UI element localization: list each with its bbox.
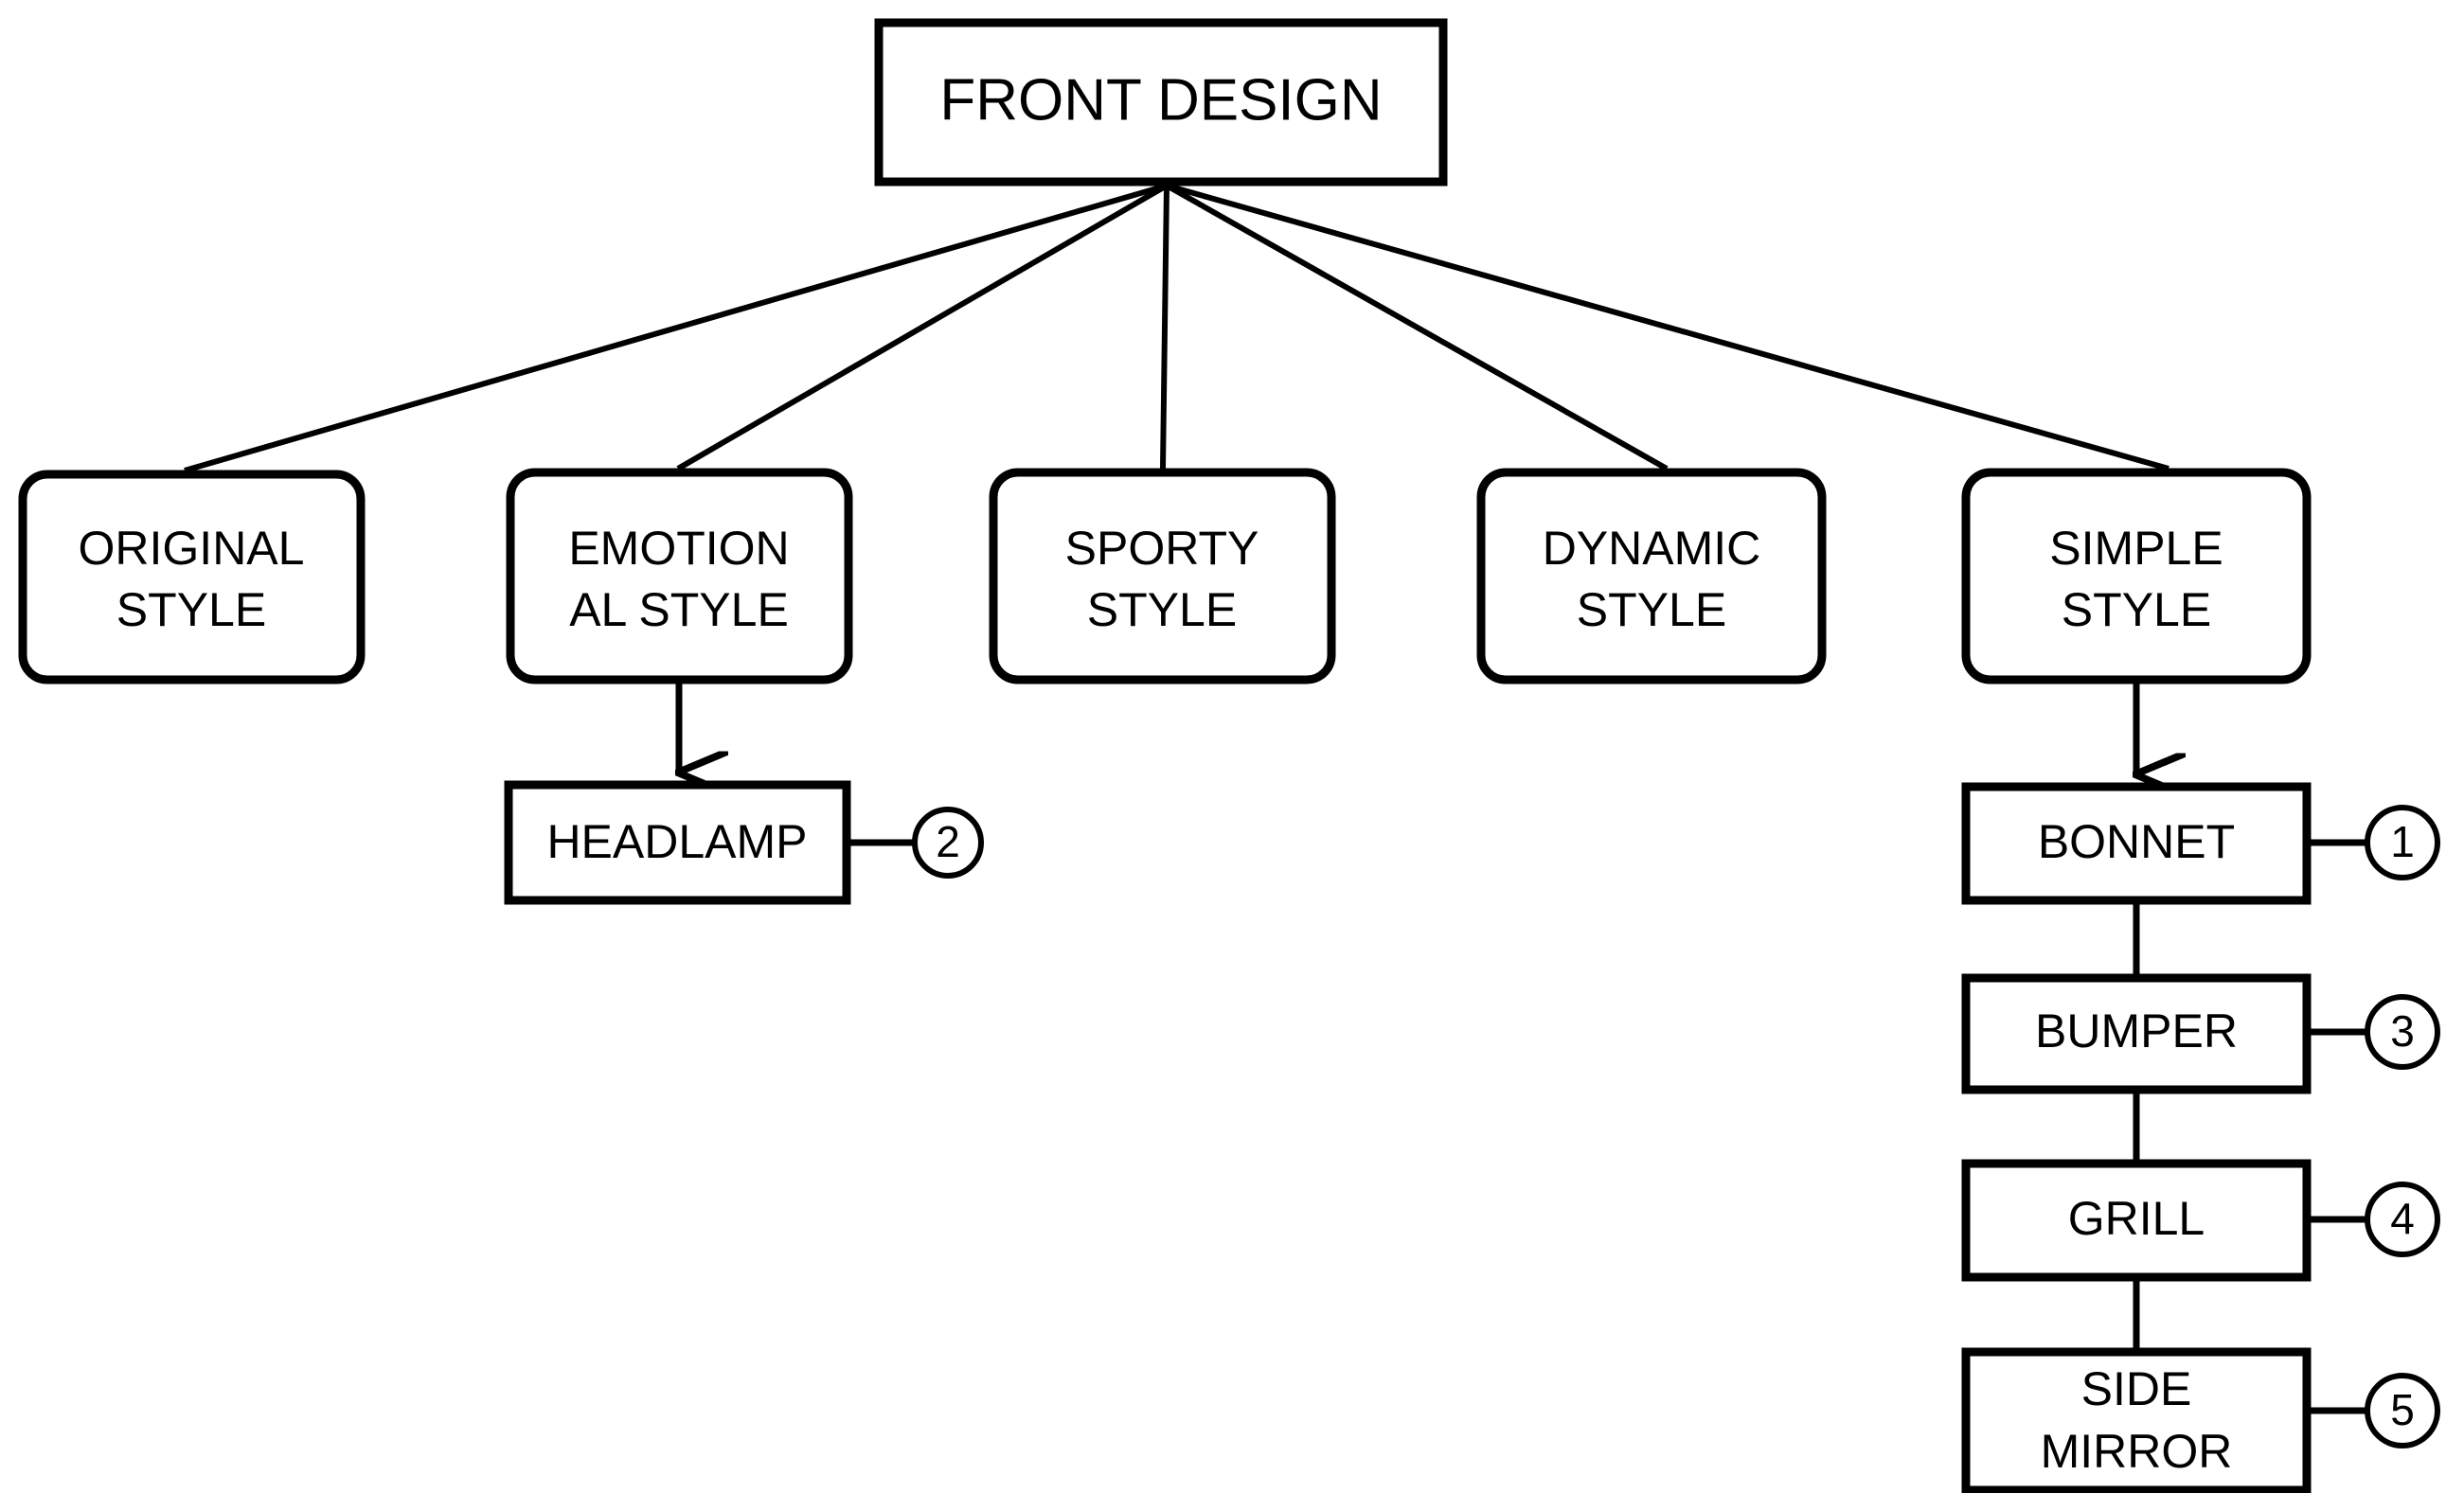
simple-style-label-line1: SIMPLE	[2049, 522, 2223, 575]
edge-root-to-simple	[1166, 183, 2169, 471]
edge-group-root-fanout	[184, 183, 2169, 473]
headlamp-label: HEADLAMP	[546, 815, 807, 868]
node-headlamp[interactable]: HEADLAMP	[504, 780, 851, 905]
front-design-box[interactable]	[874, 18, 1448, 187]
bonnet-marker-number: 1	[2390, 817, 2415, 866]
node-side-mirror[interactable]: SIDE MIRROR	[1961, 1347, 2312, 1493]
node-front-design[interactable]: FRONT DESIGN	[874, 18, 1448, 187]
node-bumper[interactable]: BUMPER	[1961, 973, 2312, 1094]
side-mirror-marker-number: 5	[2390, 1385, 2415, 1434]
node-simple-style[interactable]: SIMPLE STYLE	[1961, 468, 2312, 684]
front-design-label: FRONT DESIGN	[939, 67, 1382, 133]
grill-marker-circle	[2365, 1182, 2440, 1257]
emotional-style-label-line2: AL STYLE	[569, 583, 789, 636]
node-sporty-style[interactable]: SPORTY STYLE	[989, 468, 1336, 684]
headlamp-marker-number: 2	[936, 817, 960, 866]
edge-root-to-emotional	[676, 183, 1169, 471]
sporty-style-box[interactable]	[989, 468, 1336, 684]
marker-grill: 4	[2307, 1182, 2440, 1257]
original-style-box[interactable]	[18, 470, 366, 684]
side-mirror-box[interactable]	[1961, 1347, 2312, 1493]
node-original-style[interactable]: ORIGINAL STYLE	[18, 470, 366, 684]
node-grill[interactable]: GRILL	[1961, 1159, 2312, 1282]
node-dynamic-style[interactable]: DYNAMIC STYLE	[1476, 468, 1827, 684]
simple-style-label-line2: STYLE	[2062, 583, 2211, 636]
edge-root-to-original	[184, 183, 1168, 473]
marker-bumper: 3	[2307, 994, 2440, 1070]
bonnet-marker-circle	[2365, 805, 2440, 880]
simple-style-box[interactable]	[1961, 468, 2312, 684]
headlamp-box[interactable]	[504, 780, 851, 905]
dynamic-style-label-line2: STYLE	[1577, 583, 1726, 636]
marker-side-mirror: 5	[2307, 1373, 2440, 1449]
bumper-box[interactable]	[1961, 973, 2312, 1094]
dynamic-style-box[interactable]	[1476, 468, 1827, 684]
grill-box[interactable]	[1961, 1159, 2312, 1282]
side-mirror-label-line1: SIDE	[2081, 1362, 2192, 1415]
emotional-style-box[interactable]	[506, 468, 853, 684]
sporty-style-label-line1: SPORTY	[1065, 522, 1259, 575]
bumper-label: BUMPER	[2035, 1004, 2238, 1058]
edge-root-to-dynamic	[1165, 183, 1669, 471]
emotional-style-label-line1: EMOTION	[568, 522, 789, 575]
marker-headlamp: 2	[847, 807, 984, 879]
side-mirror-marker-circle	[2365, 1373, 2440, 1449]
node-bonnet[interactable]: BONNET	[1961, 782, 2312, 905]
sporty-style-label-line2: STYLE	[1087, 583, 1237, 636]
grill-label: GRILL	[2068, 1192, 2205, 1245]
bumper-marker-number: 3	[2390, 1006, 2415, 1056]
original-style-label-line2: STYLE	[116, 583, 266, 636]
node-emotional-style[interactable]: EMOTION AL STYLE	[506, 468, 853, 684]
side-mirror-label-line2: MIRROR	[2041, 1425, 2233, 1478]
original-style-label-line1: ORIGINAL	[79, 522, 305, 575]
edge-root-to-sporty	[1160, 185, 1170, 470]
bonnet-label: BONNET	[2038, 815, 2235, 868]
marker-bonnet: 1	[2307, 805, 2440, 880]
headlamp-marker-circle	[912, 807, 984, 879]
dynamic-style-label-line1: DYNAMIC	[1543, 522, 1761, 575]
bumper-marker-circle	[2365, 994, 2440, 1070]
grill-marker-number: 4	[2390, 1194, 2415, 1243]
